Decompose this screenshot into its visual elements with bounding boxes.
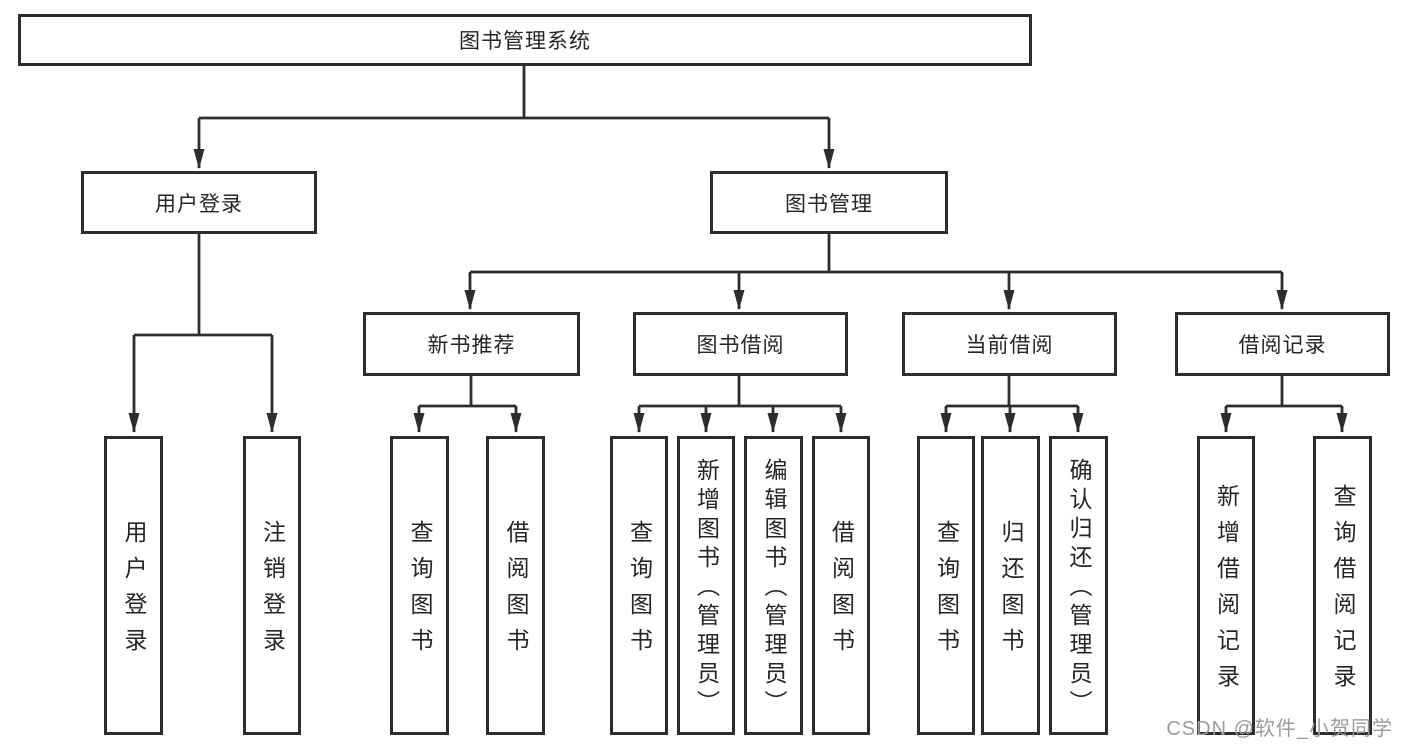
- leaf-add-books-admin-label: 新增图书（管理员）: [693, 458, 720, 719]
- leaf-query-borrow-record: 查询借阅记录: [1313, 436, 1372, 735]
- node-borrow-records-label: 借阅记录: [1238, 334, 1327, 357]
- leaf-query-borrow-record-label: 查询借阅记录: [1330, 484, 1356, 700]
- leaf-logout: 注销登录: [243, 436, 301, 735]
- leaf-edit-books-admin-label: 编辑图书（管理员）: [761, 458, 787, 719]
- node-user-login: 用户登录: [81, 171, 317, 234]
- node-new-book-recommend-label: 新书推荐: [427, 334, 516, 357]
- leaf-logout-label: 注销登录: [259, 520, 286, 664]
- leaf-query-books-2: 查询图书: [610, 436, 668, 735]
- node-root-system: 图书管理系统: [18, 14, 1032, 66]
- leaf-confirm-return-admin: 确认归还（管理员）: [1049, 436, 1108, 735]
- leaf-user-login: 用户登录: [104, 436, 163, 735]
- leaf-user-login-label: 用户登录: [121, 520, 147, 664]
- csdn-watermark: CSDN @软件_小贺同学: [1166, 718, 1393, 740]
- node-borrow-records: 借阅记录: [1175, 312, 1390, 376]
- leaf-query-books-3-label: 查询图书: [933, 520, 960, 664]
- leaf-return-books-label: 归还图书: [998, 520, 1024, 664]
- leaf-borrow-books-1-label: 借阅图书: [503, 520, 529, 664]
- leaf-confirm-return-admin-label: 确认归还（管理员）: [1066, 458, 1092, 719]
- leaf-query-books-2-label: 查询图书: [626, 520, 653, 664]
- node-root-system-label: 图书管理系统: [459, 30, 591, 53]
- leaf-borrow-books-2: 借阅图书: [812, 436, 870, 735]
- leaf-borrow-books-1: 借阅图书: [486, 436, 545, 735]
- leaf-edit-books-admin: 编辑图书（管理员）: [744, 436, 803, 735]
- leaf-add-borrow-record-label: 新增借阅记录: [1213, 484, 1240, 700]
- leaf-return-books: 归还图书: [981, 436, 1040, 735]
- node-user-login-label: 用户登录: [155, 192, 243, 216]
- node-book-management: 图书管理: [710, 171, 948, 234]
- node-book-borrow-label: 图书借阅: [696, 334, 785, 357]
- leaf-borrow-books-2-label: 借阅图书: [828, 520, 855, 664]
- leaf-query-books-3: 查询图书: [917, 436, 975, 735]
- leaf-add-borrow-record: 新增借阅记录: [1197, 436, 1255, 735]
- node-current-borrow-label: 当前借阅: [965, 334, 1054, 357]
- node-book-management-label: 图书管理: [785, 192, 873, 216]
- node-book-borrow: 图书借阅: [633, 312, 848, 376]
- node-current-borrow: 当前借阅: [902, 312, 1117, 376]
- leaf-query-books-1-label: 查询图书: [407, 520, 433, 664]
- leaf-add-books-admin: 新增图书（管理员）: [677, 436, 735, 735]
- node-new-book-recommend: 新书推荐: [363, 312, 580, 376]
- leaf-query-books-1: 查询图书: [390, 436, 449, 735]
